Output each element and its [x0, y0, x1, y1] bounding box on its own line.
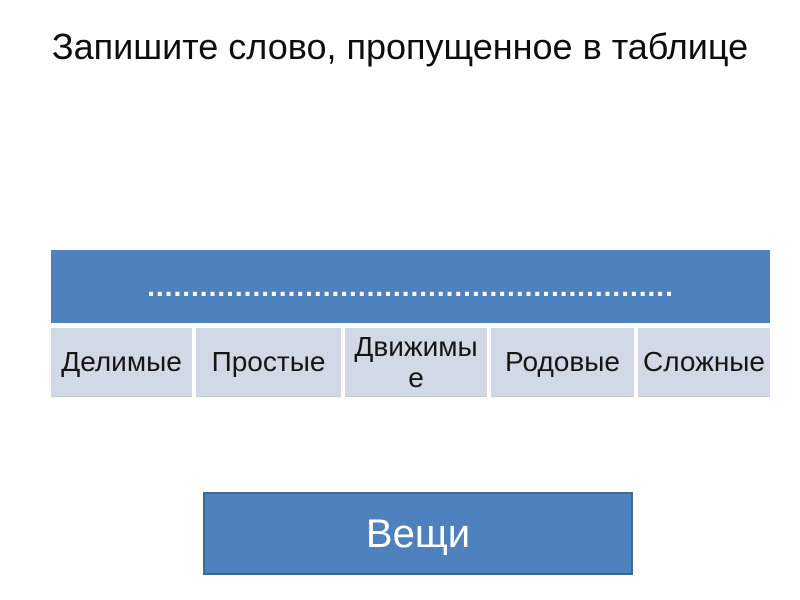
table-cell: Родовые [491, 328, 634, 397]
table-cell: Простые [196, 328, 341, 397]
answer-label: Вещи [365, 511, 471, 556]
table-cell-label: Простые [211, 346, 326, 378]
table-cell-label: Сложные [642, 346, 766, 378]
classification-table: ........................................… [51, 250, 770, 397]
table-cell-label: Движимые [354, 330, 478, 393]
table-cell: Сложные [638, 328, 770, 397]
table-cell-label: Делимые [61, 346, 182, 378]
answer-box: Вещи [203, 492, 633, 575]
table-cell-label: Родовые [505, 346, 620, 378]
table-cell: Делимые [51, 328, 192, 397]
table-body-row: Делимые Простые Движимые Родовые Сложные [51, 328, 770, 397]
table-header-row: ........................................… [51, 250, 770, 323]
missing-word-dots: ........................................… [147, 270, 674, 302]
slide-title: Запишите слово, пропущенное в таблице [51, 26, 749, 67]
table-cell: Движимые [345, 328, 487, 397]
